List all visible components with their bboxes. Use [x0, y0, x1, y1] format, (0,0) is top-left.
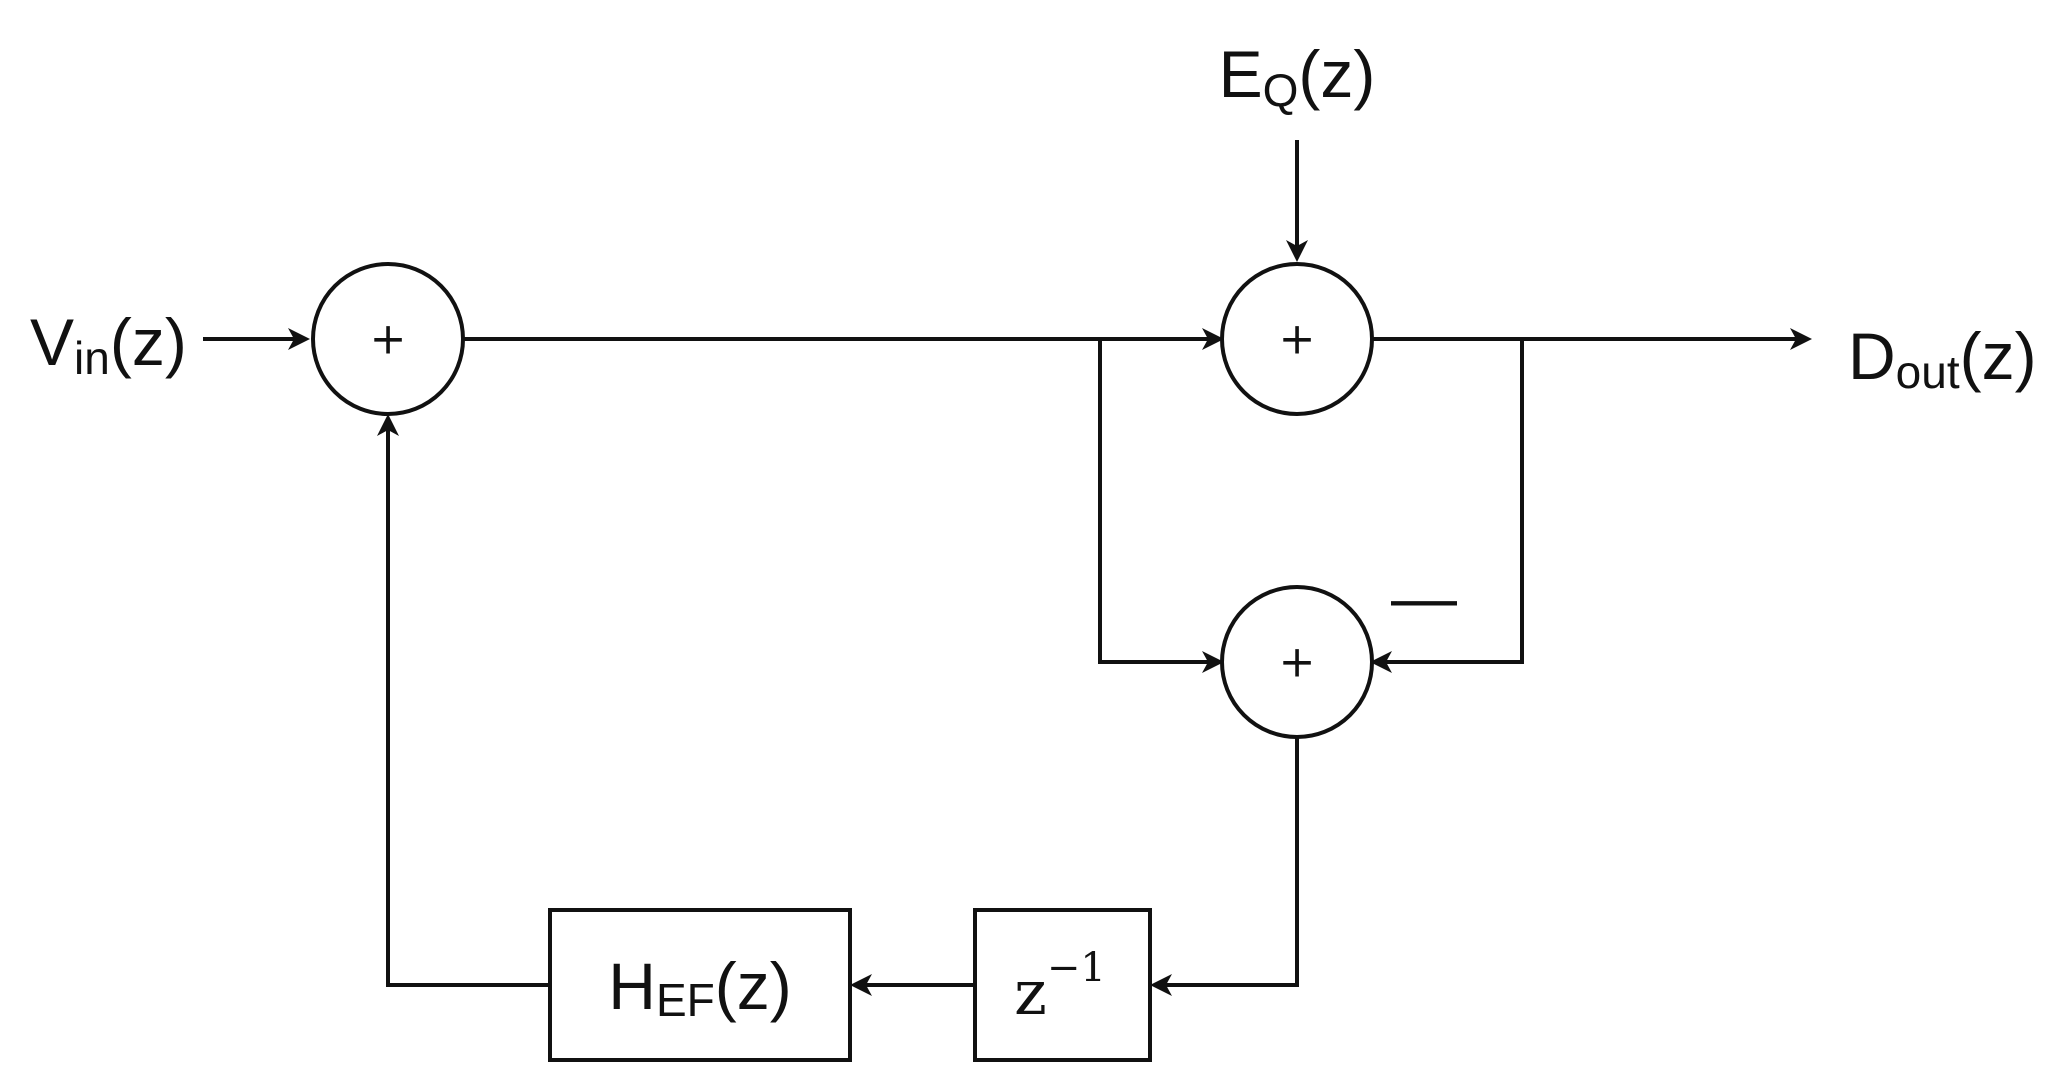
sum-node-quantizer-circle	[1220, 262, 1374, 416]
arrow-output	[1790, 328, 1812, 350]
arrow-noise	[1286, 240, 1308, 262]
delay-block-rect	[973, 908, 1152, 1062]
output-label-sub: out	[1896, 346, 1960, 398]
delay-label-main: z	[1014, 956, 1047, 1029]
sum-node-input-circle	[311, 262, 465, 416]
arrow-into-sum2	[1202, 328, 1224, 350]
delay-label: z−1	[1014, 945, 1106, 1029]
output-label-arg: (z)	[1960, 319, 2037, 393]
noise-label-arg: (z)	[1298, 37, 1375, 111]
input-label-sub: in	[74, 332, 110, 384]
arrow-into-delay	[1150, 974, 1172, 996]
output-label-main: D	[1848, 319, 1896, 393]
sum-node-error-sign: +	[1279, 637, 1316, 688]
filter-block[interactable]: HEF(z)	[548, 908, 852, 1062]
sum-node-quantizer[interactable]: +	[1220, 262, 1374, 416]
filter-label-main: H	[608, 949, 656, 1023]
minus-sign: —	[1391, 560, 1457, 634]
filter-label-sub: EF	[656, 974, 715, 1026]
input-label-arg: (z)	[110, 305, 187, 379]
wire-branch-pre	[1098, 339, 1214, 664]
noise-label: EQ(z)	[1219, 37, 1376, 116]
wire-error-to-delay	[1160, 737, 1299, 987]
arrow-input	[288, 328, 310, 350]
noise-label-sub: Q	[1263, 64, 1299, 116]
wire-feedback	[386, 426, 550, 987]
arrow-into-filter	[850, 974, 872, 996]
arrow-into-sum3-right	[1370, 651, 1392, 673]
sum-node-input-sign: +	[370, 314, 407, 365]
noise-label-main: E	[1219, 37, 1263, 111]
filter-block-rect	[548, 908, 852, 1062]
input-label-main: V	[30, 305, 74, 379]
sum-node-error[interactable]: +	[1220, 585, 1374, 739]
wire-branch-post	[1380, 339, 1524, 664]
input-label: Vin(z)	[30, 305, 187, 384]
delay-block[interactable]: z−1	[973, 908, 1152, 1062]
arrow-into-sum1	[377, 414, 399, 436]
delay-label-sup: −1	[1047, 945, 1106, 991]
output-label: Dout(z)	[1848, 319, 2037, 398]
sum-node-quantizer-sign: +	[1279, 314, 1316, 365]
arrow-into-sum3-left	[1202, 651, 1224, 673]
filter-label: HEF(z)	[608, 949, 791, 1026]
filter-label-arg: (z)	[715, 949, 792, 1023]
sum-node-input[interactable]: +	[311, 262, 465, 416]
sum-node-error-circle	[1220, 585, 1374, 739]
